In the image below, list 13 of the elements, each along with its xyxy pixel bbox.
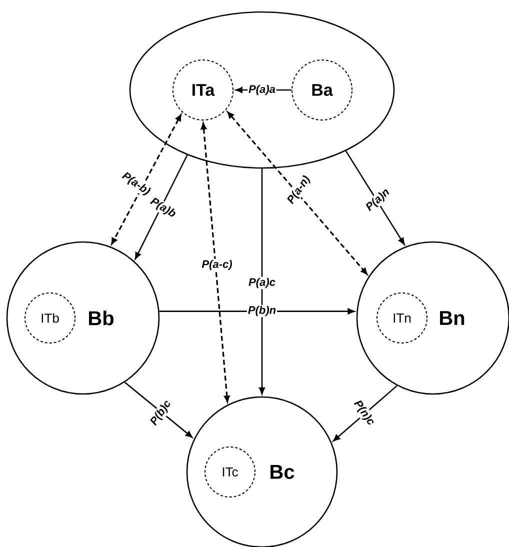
arrow	[111, 114, 182, 244]
edge-label: P(b)n	[246, 304, 278, 318]
arrow	[345, 150, 405, 245]
ellipse	[129, 11, 395, 169]
edge-label: P(a)c	[248, 276, 276, 290]
edge-label: P(a)a	[248, 84, 276, 96]
arrow	[200, 122, 230, 402]
arrow	[259, 168, 265, 394]
edge-label: P(a-c)	[200, 258, 234, 272]
arrow	[332, 385, 398, 442]
arrow	[134, 154, 188, 260]
arrow	[227, 112, 368, 275]
arrow	[124, 382, 193, 438]
